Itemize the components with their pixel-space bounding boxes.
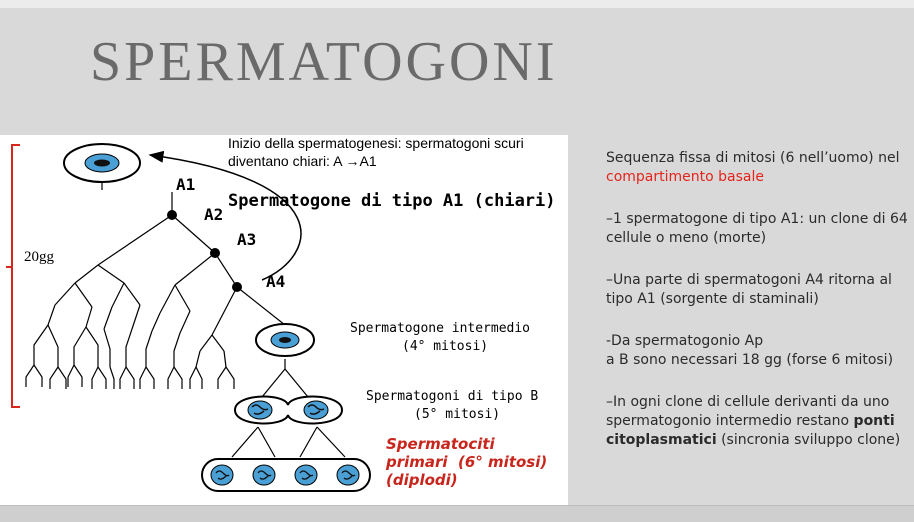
days-bracket — [6, 144, 20, 408]
heading-a1: Spermatogone di tipo A1 (chiari) — [228, 191, 556, 211]
label-a2: A2 — [204, 205, 224, 224]
tipo-b-mitosi: (5° mitosi) — [414, 407, 501, 422]
return-arrow — [148, 150, 302, 281]
note-1: Sequenza fissa di mitosi (6 nell’uomo) n… — [606, 149, 912, 187]
lineage-nodes — [167, 210, 242, 292]
label-a3: A3 — [237, 230, 257, 249]
primari-label-line-1: Spermatociti — [386, 435, 495, 453]
bottom-bar — [0, 505, 914, 522]
note-4-line-2: a B sono necessari 18 gg (forse 6 mitosi… — [606, 352, 894, 368]
note-5-bold: ponti citoplasmatici — [606, 413, 895, 448]
cell-intermedio — [255, 323, 315, 357]
caption-line-1: Inizio della spermatogenesi: spermatogon… — [228, 135, 524, 151]
note-3: –Una parte di spermatogoni A4 ritorna al… — [606, 272, 892, 307]
caption-line-2: diventano chiari: A →A1 — [228, 153, 377, 169]
diagram-graphics — [6, 143, 371, 492]
tipo-b-label: Spermatogoni di tipo B — [366, 389, 539, 404]
note-5-text: –In ogni clone di cellule derivanti da u… — [606, 394, 890, 429]
primari-label-line-3: (diplodi) — [386, 471, 458, 489]
cell-a1-top — [63, 143, 141, 183]
spermatogenesis-diagram: Inizio della spermatogenesi: spermatogon… — [0, 135, 568, 505]
cells-primari — [201, 458, 371, 492]
notes-column: Sequenza fissa di mitosi (6 nell’uomo) n… — [606, 149, 912, 473]
primari-label-line-2: primari (6° mitosi) — [386, 453, 547, 472]
intermedio-label: Spermatogone intermedio — [350, 321, 531, 336]
note-1-highlight: compartimento basale — [606, 169, 764, 185]
top-bar — [0, 0, 914, 8]
label-a4: A4 — [266, 272, 286, 291]
note-4-line-1: -Da spermatogonio Ap — [606, 333, 764, 349]
label-a1: A1 — [176, 175, 196, 194]
slide-title: SPERMATOGONI — [90, 31, 558, 93]
note-5: –In ogni clone di cellule derivanti da u… — [606, 393, 912, 450]
primari-mitosi: (6° mitosi) — [458, 453, 548, 471]
note-5-tail: (sincronia sviluppo clone) — [716, 432, 901, 448]
note-1-text: Sequenza fissa di mitosi (6 nell’uomo) n… — [606, 150, 900, 166]
days-label: 20gg — [24, 249, 54, 265]
intermedio-mitosi: (4° mitosi) — [402, 339, 489, 354]
primari-word: primari — [386, 453, 448, 471]
cells-tipo-b — [233, 395, 344, 425]
note-2: –1 spermatogone di tipo A1: un clone di … — [606, 211, 908, 246]
note-4: -Da spermatogonio Ap a B sono necessari 1… — [606, 332, 912, 370]
